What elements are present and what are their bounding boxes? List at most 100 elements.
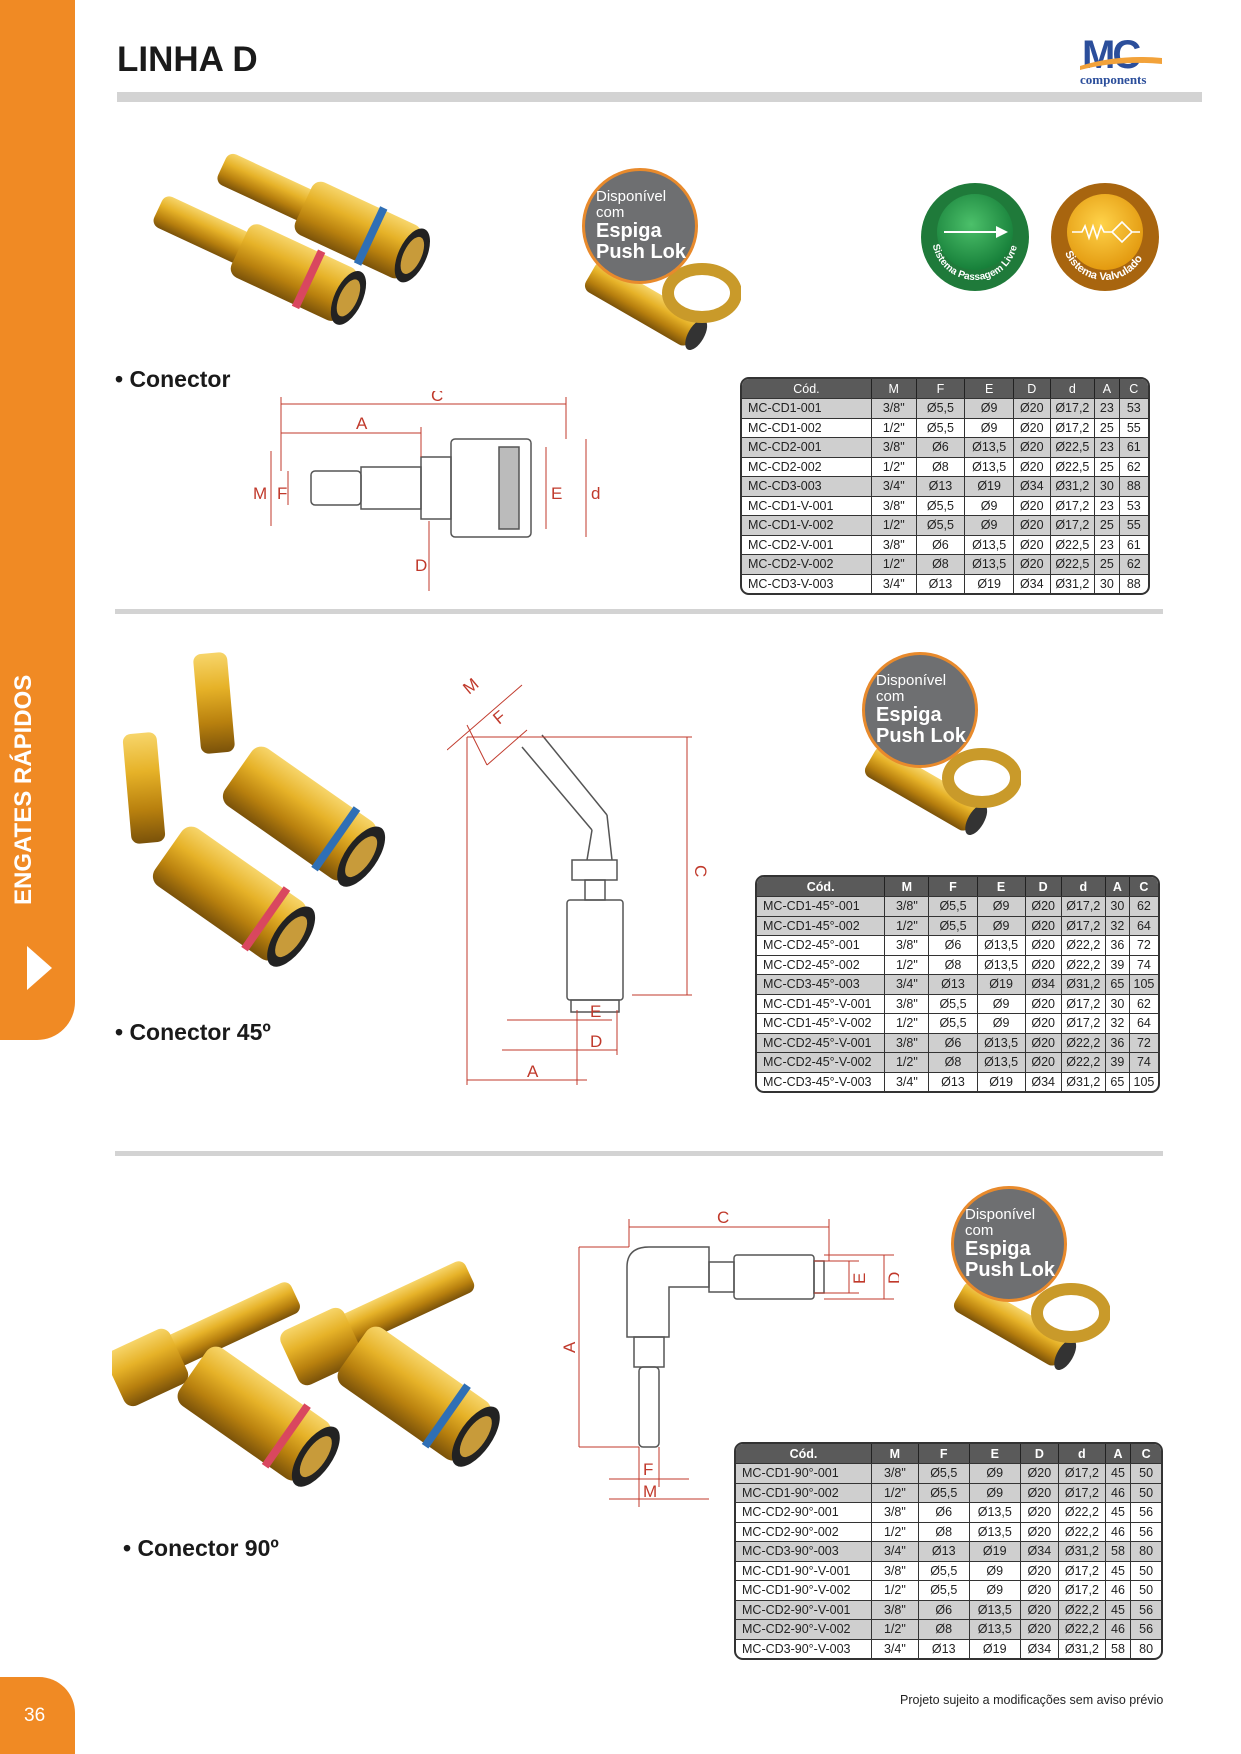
table-cell: Ø5,5 — [918, 1560, 970, 1580]
table-cell: 46 — [1105, 1521, 1132, 1541]
table-cell: Ø19 — [969, 1638, 1021, 1658]
table-cell: Ø20 — [1020, 1599, 1059, 1619]
table-cell: Ø5,5 — [916, 495, 966, 515]
table-cell: 3/8" — [871, 437, 917, 457]
pushlok-text: Push Lok — [596, 240, 687, 263]
section-divider — [115, 1151, 1163, 1156]
table-cell: Ø9 — [965, 398, 1014, 418]
table-cell: 30 — [1105, 896, 1130, 916]
mc-components-logo: MC components — [1078, 32, 1170, 88]
table-cell: Ø13,5 — [969, 1619, 1021, 1639]
table-cell: 25 — [1095, 417, 1120, 437]
column-header: d — [1061, 877, 1106, 896]
dim-label: E — [850, 1273, 869, 1284]
table-cell: Ø13,5 — [969, 1599, 1021, 1619]
table-cell: Ø13,5 — [969, 1521, 1021, 1541]
section-label-conector-45: • Conector 45º — [115, 1019, 271, 1045]
column-header: E — [977, 877, 1026, 896]
table-cell: Ø22,5 — [1050, 554, 1096, 574]
table-cell: 45 — [1105, 1463, 1132, 1483]
table-cell: 3/8" — [872, 1502, 919, 1522]
product-code-cell: MC-CD1-V-001 — [742, 495, 872, 515]
table-cell: Ø22,2 — [1061, 1032, 1106, 1052]
table-cell: Ø8 — [916, 554, 966, 574]
column-header: E — [969, 1444, 1021, 1463]
table-cell: 30 — [1095, 573, 1120, 593]
product-code-cell: MC-CD1-90°-V-002 — [736, 1580, 872, 1600]
table-cell: 23 — [1095, 437, 1120, 457]
product-code-cell: MC-CD2-45°-V-002 — [757, 1052, 886, 1072]
table-cell: Ø31,2 — [1061, 974, 1106, 994]
table-cell: Ø9 — [969, 1560, 1021, 1580]
table-cell: Ø13 — [918, 1541, 970, 1561]
table-cell: Ø5,5 — [916, 417, 966, 437]
column-header: C — [1119, 379, 1148, 398]
table-cell: Ø8 — [918, 1619, 970, 1639]
table-cell: 56 — [1131, 1619, 1161, 1639]
product-image-conector-90 — [106, 1252, 522, 1517]
product-code-cell: MC-CD2-45°-V-001 — [757, 1032, 886, 1052]
table-cell: 53 — [1119, 495, 1148, 516]
table-cell: 62 — [1119, 554, 1148, 574]
dim-label: F — [277, 484, 287, 503]
table-cell: 61 — [1119, 534, 1148, 555]
product-code-cell: MC-CD2-90°-V-001 — [736, 1599, 872, 1619]
technical-drawing-conector-45: M F C E D A — [446, 665, 717, 1095]
table-cell: Ø19 — [965, 476, 1014, 496]
table-cell: 55 — [1119, 417, 1148, 438]
table-cell: 1/2" — [872, 1580, 919, 1600]
table-cell: Ø17,2 — [1061, 896, 1106, 916]
table-cell: Ø13,5 — [977, 1032, 1026, 1052]
table-cell: Ø8 — [929, 1052, 978, 1072]
column-header: A — [1105, 1444, 1132, 1463]
table-cell: Ø13,5 — [977, 1052, 1026, 1072]
table-cell: 1/2" — [872, 1619, 919, 1639]
table-cell: 25 — [1095, 456, 1120, 476]
table-cell: 1/2" — [872, 1482, 919, 1502]
column-header: C — [1129, 877, 1158, 896]
dim-label: D — [415, 556, 427, 575]
table-cell: 25 — [1095, 515, 1120, 535]
pushlok-text: Espiga — [965, 1237, 1031, 1260]
table-cell: Ø8 — [916, 456, 966, 476]
table-cell: 56 — [1131, 1521, 1161, 1542]
table-cell: 39 — [1105, 1052, 1130, 1072]
table-cell: Ø17,2 — [1050, 417, 1096, 437]
table-cell: 80 — [1131, 1541, 1161, 1561]
table-cell: Ø20 — [1020, 1521, 1059, 1541]
arrow-right-icon — [996, 226, 1008, 238]
table-cell: Ø6 — [929, 935, 978, 955]
table-cell: Ø5,5 — [929, 1013, 978, 1033]
table-cell: 58 — [1105, 1541, 1132, 1561]
product-code-cell: MC-CD1-V-002 — [742, 515, 872, 535]
dim-label: F — [643, 1460, 653, 1479]
table-cell: Ø17,2 — [1050, 515, 1096, 535]
table-cell: Ø6 — [929, 1032, 978, 1052]
badge-valvulado: Sistema Valvulado — [1050, 182, 1160, 297]
column-header: D — [1014, 379, 1051, 398]
table-cell: 1/2" — [871, 554, 917, 574]
table-cell: Ø20 — [1025, 954, 1062, 974]
dim-label: E — [551, 484, 562, 503]
table-cell: 58 — [1105, 1638, 1132, 1658]
column-header: F — [929, 877, 978, 896]
dim-label: A — [527, 1062, 539, 1081]
technical-drawing-conector-90: C A E D F M — [559, 1207, 904, 1512]
table-cell: 39 — [1105, 954, 1130, 974]
table-cell: Ø31,2 — [1050, 476, 1096, 496]
table-cell: 3/8" — [885, 1032, 930, 1052]
table-cell: 3/4" — [885, 1071, 930, 1091]
pushlok-text: Disponível — [596, 188, 667, 205]
product-code-cell: MC-CD1-002 — [742, 417, 872, 437]
table-cell: 3/8" — [871, 495, 917, 515]
column-header: D — [1020, 1444, 1059, 1463]
table-cell: 3/8" — [871, 534, 917, 554]
